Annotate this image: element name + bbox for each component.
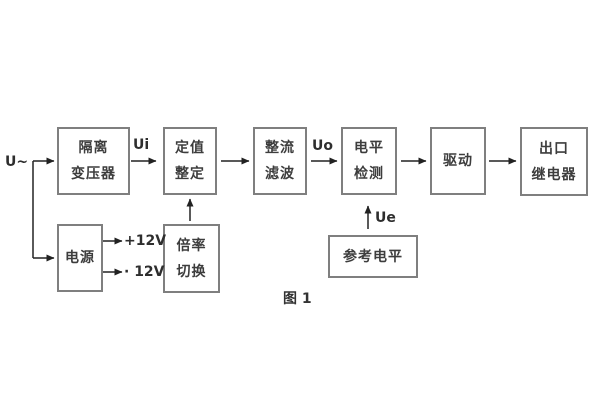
block-label-line2: 继电器 [531, 166, 577, 183]
signal-label-input: U~ [5, 154, 29, 170]
block-drive: 驱动 [430, 127, 486, 195]
signal-label-uo: Uo [312, 138, 333, 154]
block-reference-level: 参考电平 [328, 235, 418, 278]
signal-label-ue: Ue [375, 210, 396, 226]
block-label: 驱动 [443, 153, 473, 169]
block-label-line1: 电平 [354, 140, 384, 156]
block-label-line1: 整流 [265, 140, 295, 156]
block-label-line2: 滤波 [265, 166, 295, 182]
signal-label-ui: Ui [133, 137, 150, 153]
signal-label-plus12v: +12V [124, 233, 167, 249]
block-label-line2: 整定 [175, 166, 205, 182]
block-level-detection: 电平 检测 [341, 127, 397, 195]
block-label-line2: 切换 [176, 263, 207, 280]
block-label-line1: 倍率 [176, 237, 207, 254]
block-output-relay: 出口 继电器 [520, 127, 588, 196]
block-label: 参考电平 [343, 248, 403, 265]
block-isolation-transformer: 隔离 变压器 [57, 127, 130, 195]
figure-caption: 图 1 [283, 291, 312, 307]
block-label-line1: 定值 [175, 140, 205, 156]
block-label-line1: 出口 [539, 140, 569, 157]
block-label-line2: 变压器 [71, 166, 116, 182]
block-setting-adjust: 定值 整定 [163, 127, 217, 195]
signal-label-minus12v: · 12V [124, 264, 165, 280]
block-label-line2: 检测 [354, 166, 384, 182]
block-power-supply: 电源 [57, 224, 103, 292]
block-rectifier-filter: 整流 滤波 [253, 127, 307, 195]
block-ratio-switch: 倍率 切换 [163, 224, 220, 293]
block-label-line1: 隔离 [78, 140, 109, 156]
block-label: 电源 [65, 250, 95, 266]
